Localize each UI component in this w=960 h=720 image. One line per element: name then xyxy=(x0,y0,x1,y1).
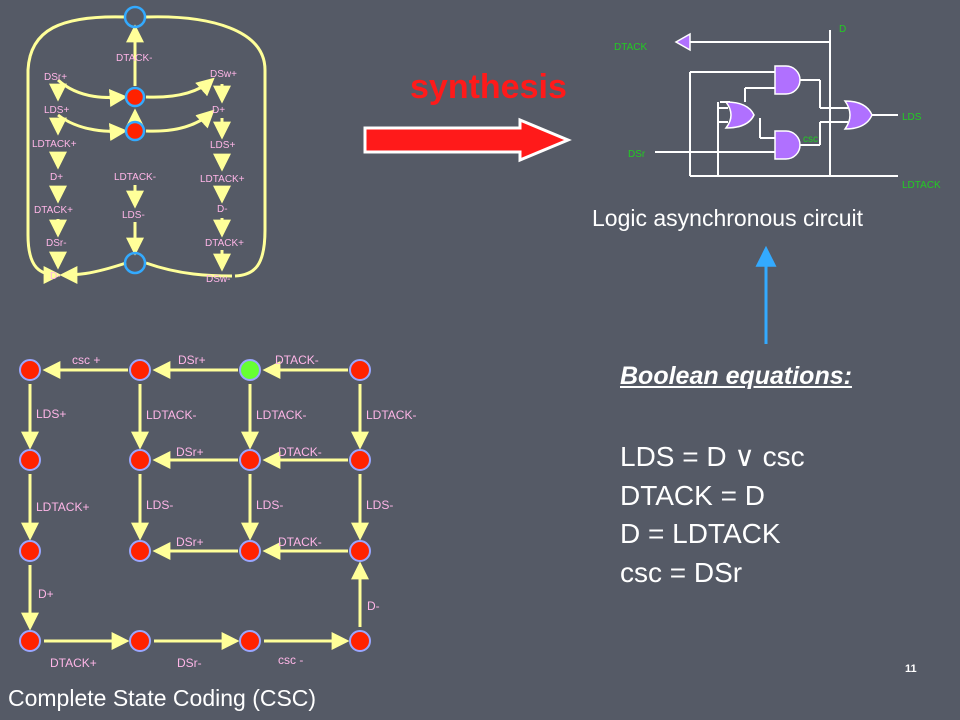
petri-label: LDTACK+ xyxy=(200,174,245,185)
state-node xyxy=(19,630,41,652)
state-graph-arcs xyxy=(21,361,369,650)
state-node xyxy=(129,449,151,471)
graph-label: D+ xyxy=(38,587,54,601)
and-gate xyxy=(774,130,801,160)
place-top xyxy=(123,5,147,29)
graph-label: LDS+ xyxy=(36,407,66,421)
csc-caption: Complete State Coding (CSC) xyxy=(8,685,317,711)
petri-label: LDTACK- xyxy=(114,172,156,183)
graph-label: LDTACK- xyxy=(146,408,196,422)
petri-label: DSw+ xyxy=(210,69,237,80)
place-mid-2 xyxy=(124,120,146,142)
petri-label: D+ xyxy=(50,172,63,183)
circuit-label-csc: csc xyxy=(803,134,818,145)
graph-label: LDTACK+ xyxy=(36,500,89,514)
graph-label: DSr+ xyxy=(178,353,206,367)
state-graph-nodes xyxy=(19,359,371,652)
circuit-label-dsr: DSr xyxy=(628,149,646,160)
and-gate xyxy=(774,65,801,95)
state-node xyxy=(129,540,151,562)
graph-label: D- xyxy=(367,599,380,613)
petri-label: LDS- xyxy=(122,210,145,221)
state-node xyxy=(349,449,371,471)
or-gate xyxy=(724,101,755,129)
buffer-gate xyxy=(674,32,691,52)
graph-label: csc - xyxy=(278,653,303,667)
state-node xyxy=(239,540,261,562)
boolean-equations-title: Boolean equations: xyxy=(620,362,852,390)
state-node xyxy=(19,540,41,562)
synthesis-heading: synthesis xyxy=(410,68,567,106)
graph-label: DTACK+ xyxy=(50,656,97,670)
graph-label: DTACK- xyxy=(278,445,322,459)
graph-label: csc + xyxy=(72,353,100,367)
petri-label: D- xyxy=(217,204,228,215)
petri-label: DSw- xyxy=(206,274,230,285)
graph-label: DSr- xyxy=(177,656,202,670)
circuit xyxy=(655,30,898,177)
state-node xyxy=(19,449,41,471)
state-node xyxy=(239,630,261,652)
place-bottom xyxy=(123,251,147,275)
state-node-initial xyxy=(239,359,261,381)
state-node xyxy=(129,630,151,652)
graph-label: LDS- xyxy=(256,498,283,512)
graph-label: DSr+ xyxy=(176,445,204,459)
graph-label: DSr+ xyxy=(176,535,204,549)
graph-label: LDS- xyxy=(146,498,173,512)
graph-label: DTACK- xyxy=(278,535,322,549)
state-node xyxy=(349,540,371,562)
petri-label: DTACK- xyxy=(116,53,152,64)
petri-label: LDS+ xyxy=(210,140,235,151)
circuit-label-lds: LDS xyxy=(902,112,922,123)
petri-label: DSr- xyxy=(46,238,67,249)
graph-label: LDTACK- xyxy=(256,408,306,422)
circuit-label-ldtack: LDTACK xyxy=(902,180,941,191)
circuit-label-d: D xyxy=(839,24,846,35)
state-node xyxy=(129,359,151,381)
equation-csc: csc = DSr xyxy=(620,557,743,588)
equation-d: D = LDTACK xyxy=(620,518,781,549)
equation-lds: LDS = D ∨ csc xyxy=(620,441,805,472)
state-node xyxy=(349,630,371,652)
graph-label: LDTACK- xyxy=(366,408,416,422)
synthesis-arrow xyxy=(363,117,572,163)
state-node xyxy=(239,449,261,471)
equation-dtack: DTACK = D xyxy=(620,480,765,511)
state-node xyxy=(19,359,41,381)
page-number: 11 xyxy=(905,663,917,675)
graph-label: DTACK- xyxy=(275,353,319,367)
petri-label: DTACK+ xyxy=(34,205,73,216)
petri-label: DSr+ xyxy=(44,72,67,83)
circuit-caption: Logic asynchronous circuit xyxy=(592,205,864,231)
petri-label: LDS+ xyxy=(44,105,69,116)
circuit-label-dtack: DTACK xyxy=(614,42,647,53)
petri-label: LDTACK+ xyxy=(32,139,77,150)
petri-label: DTACK+ xyxy=(205,238,244,249)
place-mid-1 xyxy=(124,86,146,108)
graph-label: LDS- xyxy=(366,498,393,512)
or-gate xyxy=(843,100,873,130)
petri-label: D- xyxy=(50,271,61,282)
state-node xyxy=(349,359,371,381)
petri-label: D+ xyxy=(212,105,225,116)
